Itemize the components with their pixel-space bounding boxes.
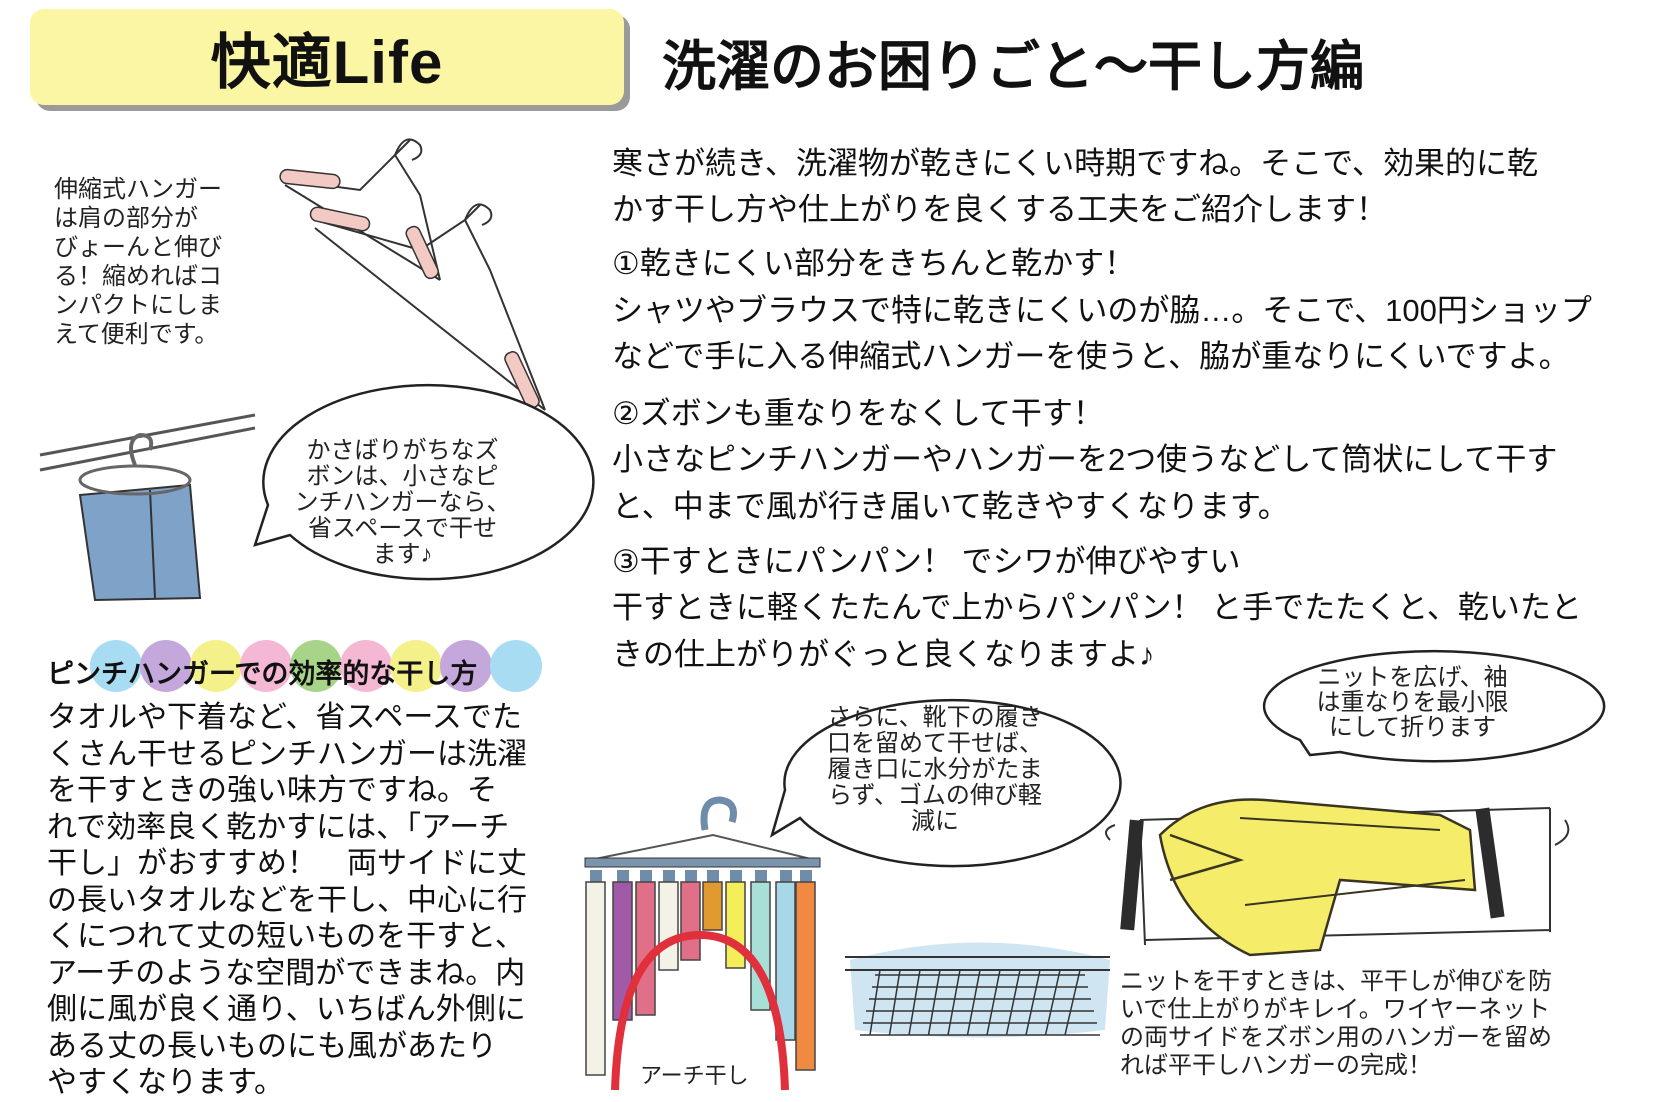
heading-dot [90, 640, 142, 692]
wire-net-illustration [845, 942, 1110, 1038]
intro-line-2: かす干し方や仕上がりを良くする工夫をご紹介します！ [612, 192, 1387, 227]
tip-3-line-2: きの仕上がりがぐっと良くなりますよ♪ [612, 637, 1155, 672]
heading-dot [290, 640, 342, 692]
side-heading: ピンチハンガーでの効率的な干し方 [47, 659, 478, 689]
hanging-item [775, 881, 796, 1041]
net-background [850, 942, 1110, 1038]
jeans-on-pinch-hanger-illustration [39, 413, 256, 602]
clothespin [685, 870, 697, 882]
hanger-bar [584, 857, 821, 868]
net-wire [1044, 969, 1061, 1036]
net-wire [986, 969, 1001, 1036]
arch-label: アーチ干し [640, 1063, 749, 1088]
jeans-speech-bubble-shape [253, 383, 595, 581]
tip-2-line-2: と、中まで風が行き届いて乾きやすくなります。 [612, 489, 1289, 524]
page-title: 洗濯のお困りごと〜干し方編 [662, 37, 1364, 97]
hanger-caption: 伸縮式ハンガー は肩の部分が びょーんと伸び る！縮めればコ ンパクトにしま え… [54, 176, 222, 348]
side-body-text: タオルや下着など、省スペースでた くさん干せるピンチハンガーは洗濯 を干すときの… [47, 701, 527, 1099]
hanger-wire [589, 833, 816, 861]
clothespin [780, 870, 792, 882]
header-badge-text: 快適Life [210, 28, 444, 96]
knit-caption: ニットを干すときは、平干しが伸びを防 いで仕上がりがキレイ。ワイヤーネット の両… [1120, 968, 1552, 1079]
tip-1-line-1: シャツやブラウスで特に乾きにくいのが脇…。そこで、100円ショップ [612, 293, 1592, 328]
hanging-item [795, 881, 816, 1071]
heading-dot [240, 640, 292, 692]
pinch-hanger-arch-illustration [584, 796, 821, 1091]
tip-1-heading: ①乾きにくい部分をきちんと乾かす！ [612, 246, 1136, 281]
clothespin [640, 870, 652, 882]
telescopic-hanger-illustration [279, 138, 546, 411]
heading-dot [390, 640, 442, 692]
clothespin [590, 870, 602, 882]
sweater-flat-dry-illustration [1105, 798, 1570, 957]
net-wire [1025, 969, 1041, 1036]
rail [845, 956, 1110, 971]
jeans-speech-bubble-text: かさばりがちなズ ボンは、小さなピ ンチハンガーなら、 省スペースで干せ ます♪ [294, 437, 511, 568]
heading-dot [140, 640, 192, 692]
net-wire [1064, 969, 1081, 1036]
net-wire [966, 969, 981, 1036]
net-wire [869, 969, 881, 1036]
knit-speech-bubble-text: ニットを広げ、袖 は重なりを最小限 にして折ります [1316, 664, 1509, 741]
heading-dot [340, 640, 392, 692]
heading-dot [490, 640, 542, 692]
tip-2-line-1: 小さなピンチハンガーやハンガーを2つ使うなどして筒状にして干す [612, 442, 1558, 477]
heading-dots [90, 640, 550, 692]
heading-dot [440, 640, 492, 692]
intro-line-1: 寒さが続き、洗濯物が乾きにくい時期ですね。そこで、効果的に乾 [612, 146, 1538, 181]
clothespin [730, 870, 742, 882]
sock-speech-bubble-shape [769, 698, 1122, 868]
sock-speech-bubble-text: さらに、靴下の履き 口を留めて干せば、 履き口に水分がたま らず、ゴムの伸び軽 … [827, 704, 1043, 835]
clothespin [755, 870, 767, 882]
knit-speech-bubble-shape [1262, 649, 1606, 763]
hanging-item [635, 881, 656, 1016]
net-wire [927, 969, 941, 1036]
net-wire [908, 969, 921, 1036]
header-badge: 快適Life [30, 9, 624, 105]
heading-dot [190, 640, 242, 692]
tip-2-heading: ②ズボンも重なりをなくして干す！ [612, 396, 1104, 431]
tip-3-heading: ③干すときにパンパン！ でシワが伸びやすい [612, 544, 1241, 579]
clothespin [663, 870, 675, 882]
net-wire [888, 969, 901, 1036]
clothespin [617, 870, 629, 882]
hanging-item [680, 881, 701, 961]
hanging-item [658, 881, 679, 971]
tip-3-line-1: 干すときに軽くたたんで上からパンパン！ と手でたたくと、乾いたと [612, 590, 1582, 625]
hanging-item [585, 881, 606, 1076]
hanger-hook [700, 796, 737, 831]
tip-1-line-2: などで手に入る伸縮式ハンガーを使うと、脇が重なりにくいですよ。 [612, 339, 1570, 374]
net-wire [947, 969, 961, 1036]
clothespin [707, 870, 719, 882]
hanging-item [702, 881, 723, 931]
arch-curve [611, 930, 789, 1091]
clothespin [800, 870, 812, 882]
net-wire [1005, 969, 1021, 1036]
